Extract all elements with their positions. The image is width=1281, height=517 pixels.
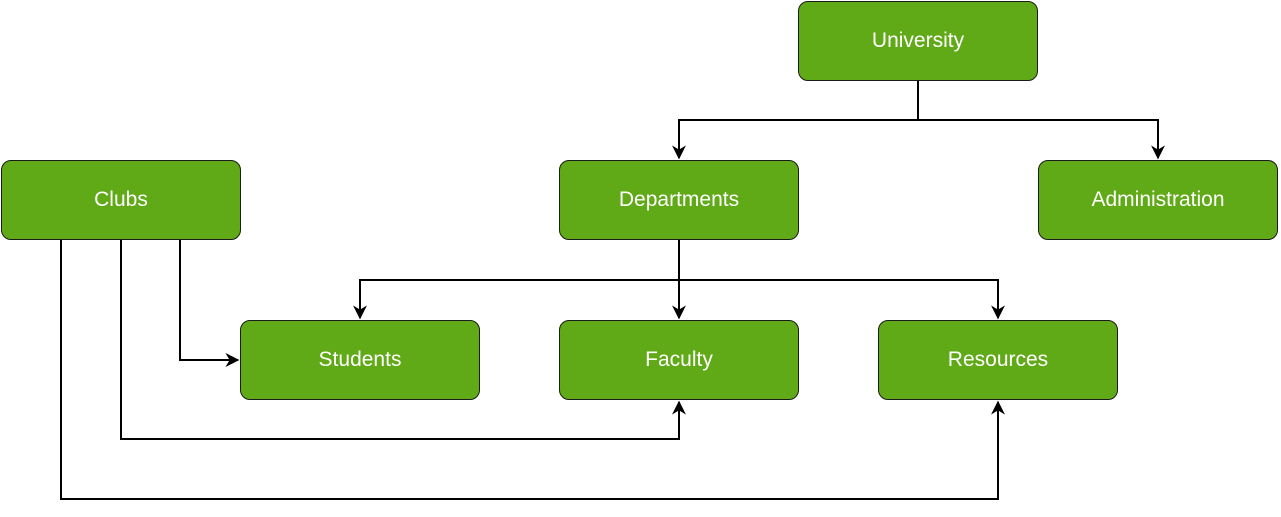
edge-clubs-students[interactable] [179, 240, 240, 367]
edge-clubs-faculty[interactable] [120, 240, 686, 440]
edge-university-departments[interactable] [672, 81, 919, 160]
node-faculty[interactable]: Faculty [559, 320, 799, 400]
edge-departments-students[interactable] [353, 240, 680, 320]
edge-clubs-resources[interactable] [60, 240, 1005, 500]
node-departments[interactable]: Departments [559, 160, 799, 240]
node-university[interactable]: University [798, 1, 1038, 81]
edge-departments-resources[interactable] [678, 240, 1005, 320]
node-clubs[interactable]: Clubs [1, 160, 241, 240]
node-resources[interactable]: Resources [878, 320, 1118, 400]
edge-university-administration[interactable] [917, 81, 1165, 160]
node-administration[interactable]: Administration [1038, 160, 1278, 240]
node-students[interactable]: Students [240, 320, 480, 400]
